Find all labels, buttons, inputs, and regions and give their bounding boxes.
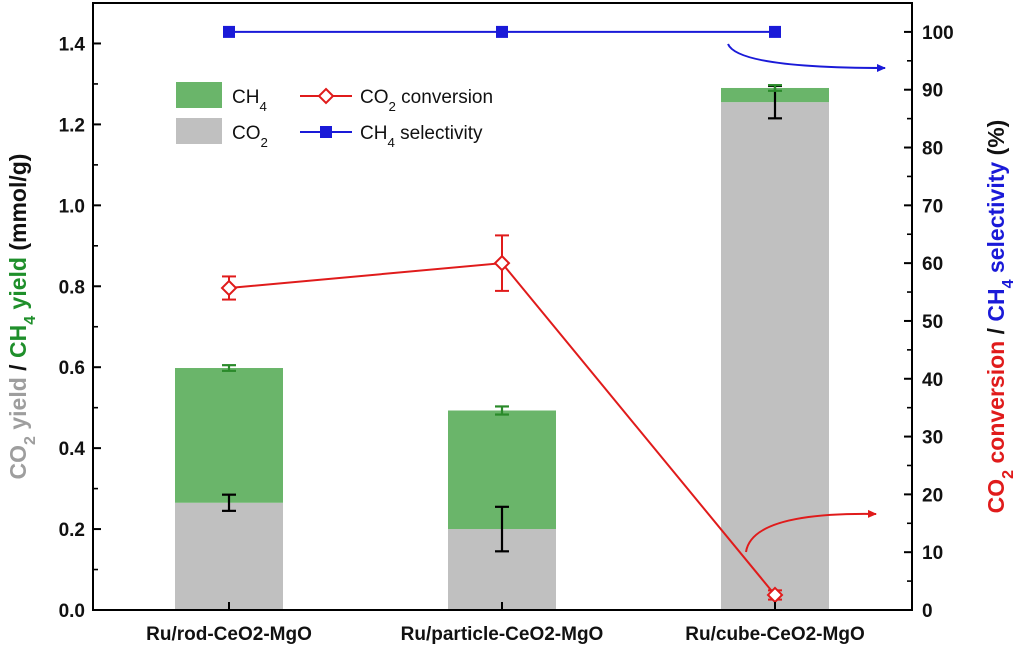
left-tick-label-2: 0.4: [59, 439, 86, 460]
error-bars-layer: [222, 84, 782, 553]
legend-item-ch4: CH4: [176, 82, 267, 114]
bar-ch4-0: [175, 368, 283, 503]
right-tick-label-5: 50: [922, 312, 943, 333]
right-tick-label-10: 100: [922, 23, 954, 44]
right-tick-label-3: 30: [922, 428, 943, 449]
left-tick-label-1: 0.2: [59, 520, 85, 541]
legend-label-co2_conversion: CO2 conversion: [360, 87, 493, 114]
right-tick-label-6: 60: [922, 254, 943, 275]
category-label-0: Ru/rod-CeO2-MgO: [146, 624, 312, 645]
left-tick-label-0: 0.0: [59, 601, 85, 622]
right-axis-ticks: 0 10 20 30 40 50 60 70 80 90 100: [904, 23, 954, 622]
left-tick-label-3: 0.6: [59, 358, 85, 379]
bar-co2-2: [721, 102, 829, 610]
right-axis-title: CO2 conversion / CH4 selectivity (%): [983, 120, 1013, 514]
axis-titles: CO2 yield / CH4 yield (mmol/g) CO2 conver…: [5, 120, 1013, 514]
legend-label-ch4: CH4: [232, 87, 267, 114]
point-ch4_selectivity-1: [496, 25, 508, 38]
legend-label-co2: CO2: [232, 123, 268, 150]
errorbar-ch4-1: [495, 405, 509, 416]
legend-label-ch4_selectivity: CH4 selectivity: [360, 123, 483, 150]
legend-item-co2: CO2: [176, 118, 268, 150]
bar-co2-0: [175, 502, 283, 610]
point-co2_conversion-2: [766, 586, 784, 604]
left-tick-label-7: 1.4: [59, 34, 86, 55]
right-tick-label-9: 90: [922, 81, 943, 102]
legend-item-co2_conversion: CO2 conversion: [300, 87, 493, 114]
left-axis-ticks: 0.0 0.2 0.4 0.6 0.8 1.0 1.2 1.4: [59, 2, 101, 622]
right-tick-label-7: 70: [922, 196, 943, 217]
right-tick-label-1: 10: [922, 543, 943, 564]
left-axis-title: CO2 yield / CH4 yield (mmol/g): [5, 154, 39, 480]
point-ch4_selectivity-0: [223, 25, 235, 38]
errorbar-co2-1: [495, 505, 509, 553]
arrow-co2-conversion-to-right-axis: [745, 509, 877, 553]
annotations: [727, 43, 886, 553]
errorbar-ch4-2: [768, 84, 782, 92]
lines-layer: [220, 25, 784, 604]
point-co2_conversion-1: [493, 254, 511, 272]
legend-marker-ch4_selectivity: [320, 126, 332, 138]
right-tick-label-0: 0: [922, 601, 933, 622]
legend-marker-co2_conversion: [317, 87, 335, 105]
right-tick-label-8: 80: [922, 139, 943, 160]
category-label-2: Ru/cube-CeO2-MgO: [685, 624, 864, 645]
right-tick-label-4: 40: [922, 370, 943, 391]
legend-swatch-co2: [176, 118, 222, 144]
point-co2_conversion-0: [220, 279, 238, 297]
legend-item-ch4_selectivity: CH4 selectivity: [300, 123, 483, 150]
errorbar-ch4-0: [222, 364, 236, 372]
legend-swatch-ch4: [176, 82, 222, 108]
left-tick-label-5: 1.0: [59, 196, 85, 217]
category-label-1: Ru/particle-CeO2-MgO: [401, 624, 604, 645]
errorbar-co2-0: [222, 493, 236, 512]
point-ch4_selectivity-2: [769, 25, 781, 38]
left-tick-label-6: 1.2: [59, 115, 85, 136]
left-tick-label-4: 0.8: [59, 277, 85, 298]
category-labels: Ru/rod-CeO2-MgO Ru/particle-CeO2-MgO Ru/cu…: [146, 602, 865, 645]
right-tick-label-2: 20: [922, 485, 943, 506]
arrow-ch4-selectivity-to-right-axis: [727, 43, 886, 72]
